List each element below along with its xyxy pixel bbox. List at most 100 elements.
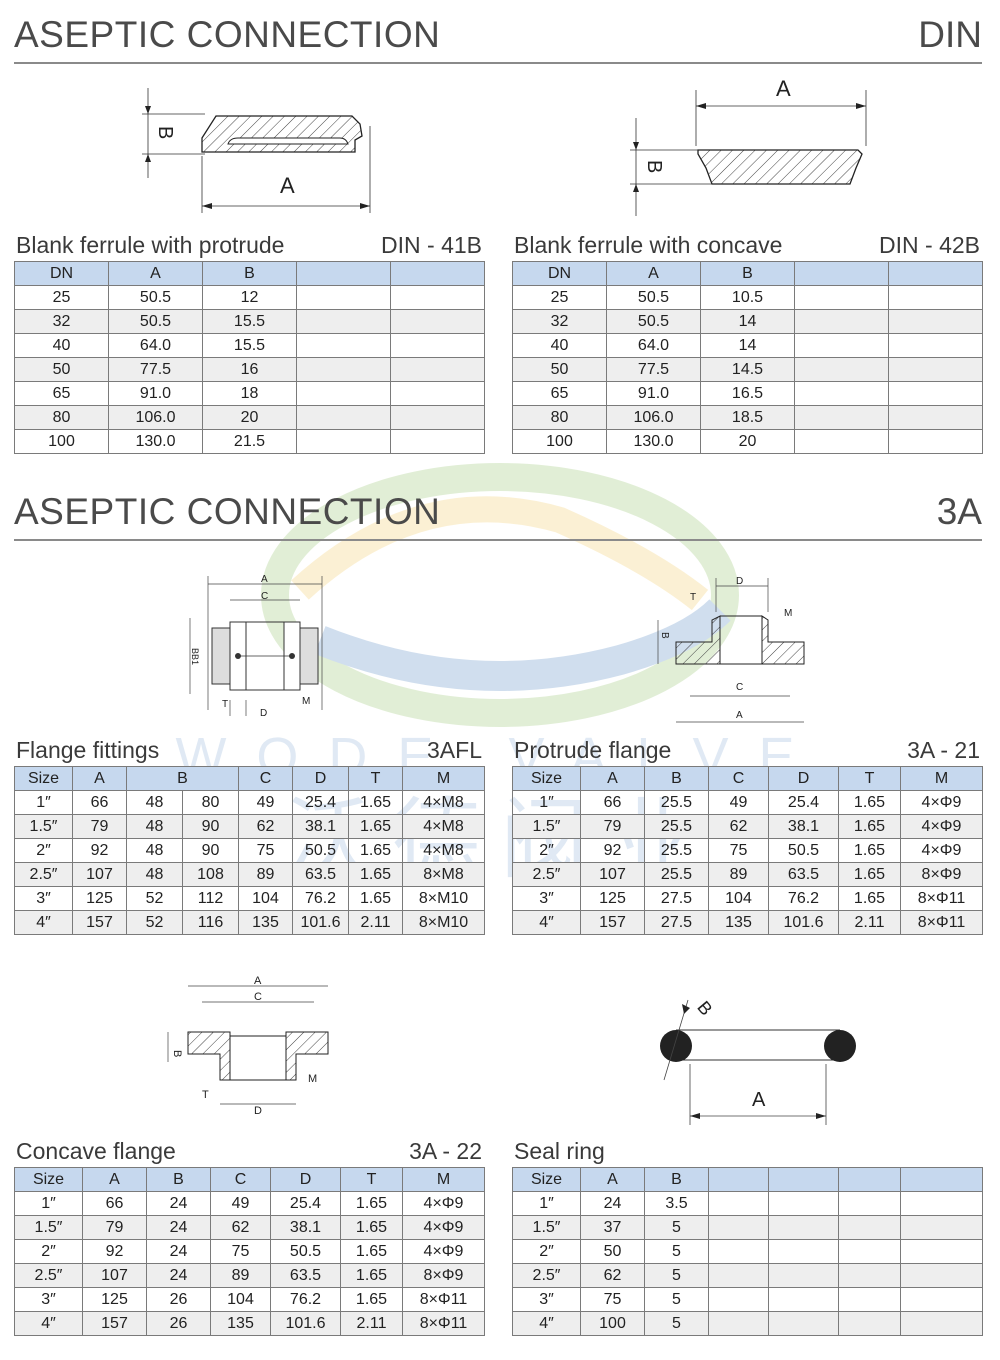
label-m: M [308,1073,317,1085]
table-cell: 4×M8 [402,790,486,815]
table-cell: 1.65 [348,862,404,887]
column-header: B [202,261,297,286]
table-cell: 2.5″ [14,1263,83,1288]
table-cell: 8×Φ11 [402,1287,485,1312]
table-cell: 1.5″ [14,1215,83,1240]
table-cell [900,1191,983,1216]
table-cell [888,333,983,358]
table-cell: 1″ [512,1191,581,1216]
table-cell: 40 [512,333,607,358]
table-cell [708,1215,769,1240]
table-cell [900,1263,983,1288]
table-cell: 89 [210,1263,271,1288]
table-cell: 15.5 [202,309,297,334]
table-cell [838,1191,901,1216]
table-cell: 49 [708,790,769,815]
caption-seal-ring: Seal ring [512,1138,982,1165]
label-a: A [280,173,295,198]
table-cell: 1″ [512,790,581,815]
column-header [296,261,391,286]
table-cell: 91.0 [606,381,701,406]
section-title-text: ASEPTIC CONNECTION [14,491,441,532]
table-cell: 64.0 [108,333,203,358]
table-cell [296,405,391,430]
table-cell: 25.5 [644,790,709,815]
table-cell: 16.5 [700,381,795,406]
table-cell: 1″ [14,790,73,815]
table-cell: 76.2 [270,1287,341,1312]
table-cell [296,357,391,382]
table-cell: 27.5 [644,910,709,935]
table-cell [708,1263,769,1288]
table-cell: 62 [238,814,294,839]
table-cell: 63.5 [292,862,350,887]
table-cell: 2.11 [348,910,404,935]
table-cell: 50.5 [108,309,203,334]
table-cell: 1.65 [348,814,404,839]
label-t: T [202,1089,209,1101]
table-cell: 66 [580,790,645,815]
table-cell: 106.0 [606,405,701,430]
table-cell: 89 [708,862,769,887]
table-cell: 107 [580,862,645,887]
table-cell [838,1239,901,1264]
table-cell: 75 [580,1287,645,1312]
column-header [768,1167,839,1192]
table-cell: 77.5 [108,357,203,382]
table-cell: 37 [580,1215,645,1240]
table-cell: 32 [14,309,109,334]
table-cell [768,1191,839,1216]
column-header: T [340,1167,403,1192]
label-c: C [736,682,743,693]
table-code: DIN - 42B [879,232,980,258]
column-header [838,1167,901,1192]
table-cell [888,285,983,310]
table-cell: 38.1 [270,1215,341,1240]
table-cell: 63.5 [768,862,839,887]
table-cell: 104 [210,1287,271,1312]
table-cell: 79 [580,814,645,839]
table-cell: 1.65 [340,1215,403,1240]
label-b: B [693,997,716,1019]
table-name: Flange fittings [16,737,160,763]
table-cell: 8×Φ11 [900,910,983,935]
table-cell: 1.65 [340,1287,403,1312]
table-cell: 4″ [512,1311,581,1336]
table-cell: 12 [202,285,297,310]
column-header: Size [512,766,581,791]
table-cell: 91.0 [108,381,203,406]
table-cell: 106.0 [108,405,203,430]
table-cell: 14 [700,333,795,358]
label-m: M [784,608,792,619]
table-cell: 2″ [512,1239,581,1264]
label-a: A [736,710,743,721]
table-cell: 1.65 [838,862,901,887]
column-header: DN [512,261,607,286]
table-cell: 125 [82,1287,147,1312]
section-title-din: ASEPTIC CONNECTION DIN [14,10,982,64]
table-cell: 104 [708,886,769,911]
drawing-blank-ferrule-concave: A B [630,76,867,216]
column-header: M [402,1167,485,1192]
column-header: D [292,766,350,791]
table-cell [390,285,485,310]
table-cell: 101.6 [768,910,839,935]
table-cell: 76.2 [768,886,839,911]
table-cell: 14.5 [700,357,795,382]
table-cell [794,357,889,382]
table-cell: 26 [146,1311,211,1336]
table-cell [888,405,983,430]
table-cell: 3″ [512,886,581,911]
column-header: Size [14,766,73,791]
table-cell: 2.11 [340,1311,403,1336]
